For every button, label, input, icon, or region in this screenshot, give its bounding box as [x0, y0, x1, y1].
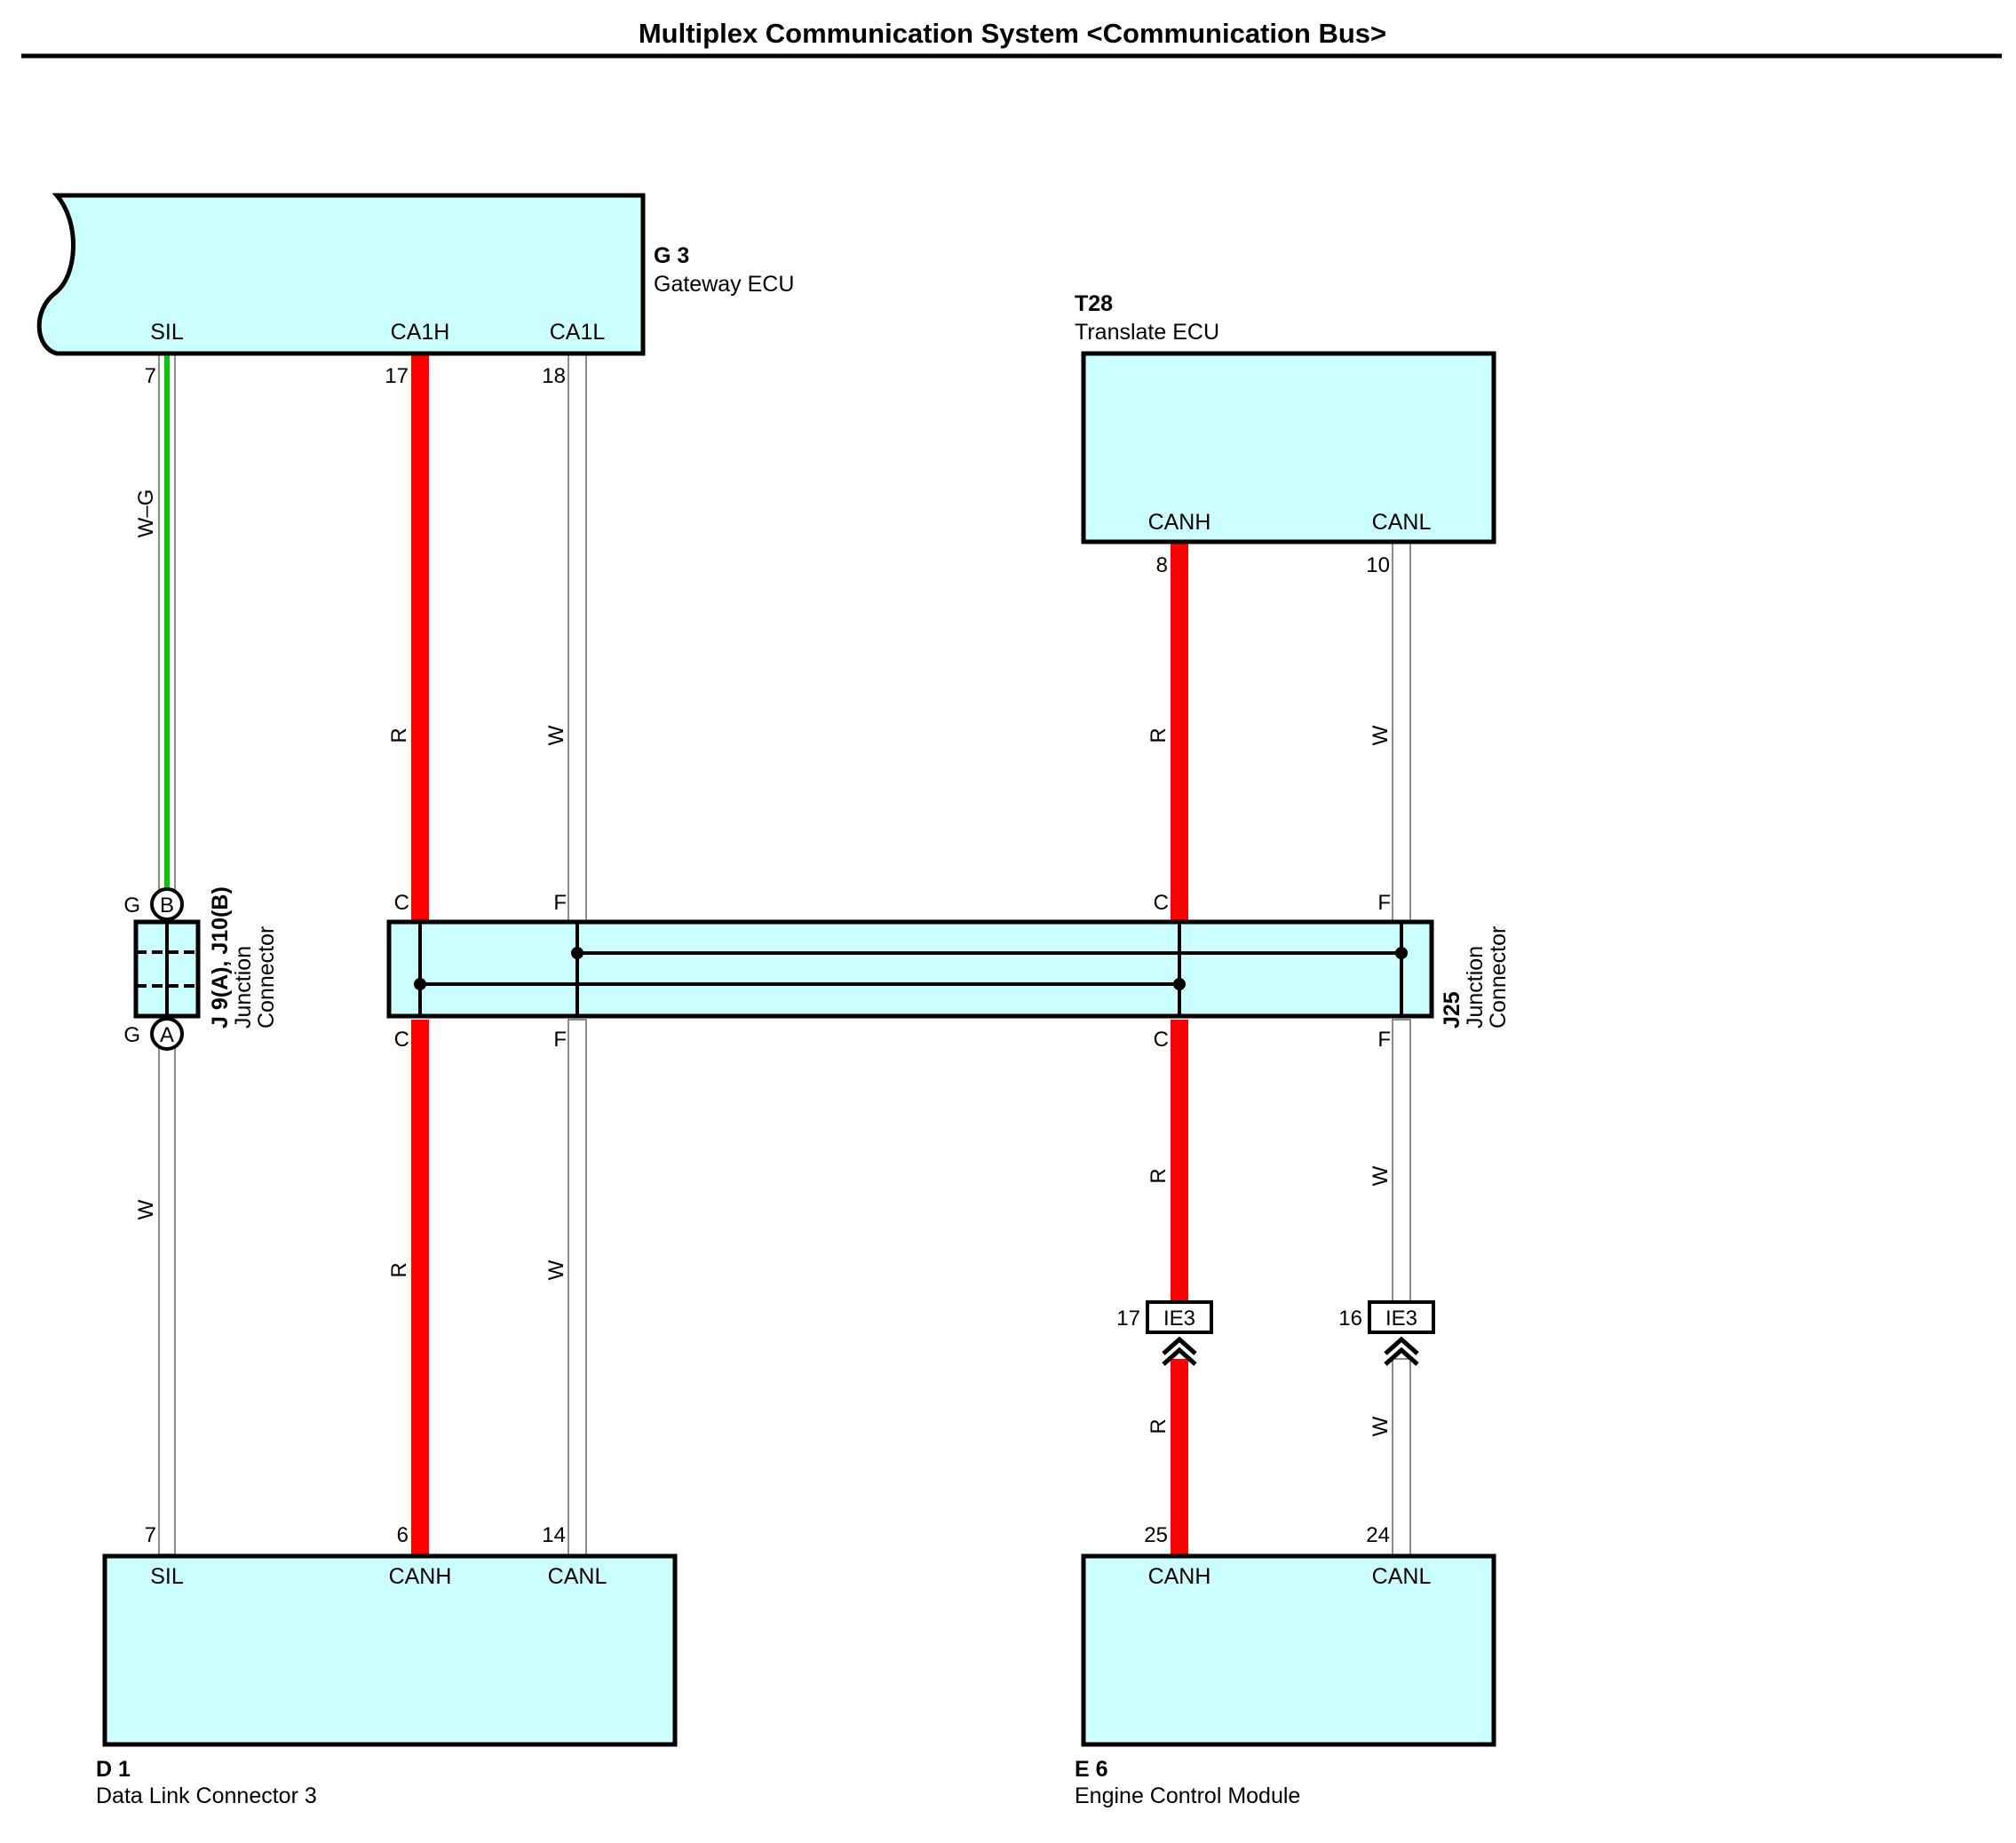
dlc3-terminal-sil: SIL	[150, 1564, 184, 1589]
gateway-pin-sil: 7	[145, 364, 156, 388]
wire-label-canh-right-ecm: R	[1147, 1418, 1171, 1434]
dlc3-pin-canl: 14	[542, 1523, 566, 1547]
j25-pin-c-top-right: C	[1154, 891, 1169, 915]
gateway-ecu-code: G 3	[654, 243, 689, 268]
j25-pin-f-top-left: F	[553, 891, 567, 915]
j9-bottom-pin: A	[160, 1023, 174, 1047]
junction-j25	[386, 919, 1434, 1019]
wire-label-canh-right-lower: R	[1147, 1168, 1171, 1183]
wire-canh-right-lower	[1171, 1020, 1188, 1302]
j9-j10-code: J 9(A), J10(B)	[208, 886, 233, 1029]
gateway-ecu-name: Gateway ECU	[654, 272, 794, 297]
j25-pin-f-bottom-left: F	[553, 1028, 567, 1052]
dlc3-pin-sil: 7	[145, 1523, 156, 1547]
translate-pin-canl: 10	[1366, 553, 1390, 577]
j9-top-letter: G	[123, 894, 140, 918]
gateway-terminal-ca1l: CA1L	[550, 320, 606, 345]
j25-pin-c-top-left: C	[394, 891, 409, 915]
j25-pin-c-bottom-left: C	[394, 1028, 409, 1052]
wire-label-canl-right-lower: W	[1369, 1165, 1393, 1186]
wire-canl-right-lower	[1392, 1019, 1411, 1303]
wire-canl-left-upper	[567, 353, 587, 923]
ie3-pin-canl: 16	[1338, 1307, 1362, 1331]
translate-pin-canh: 8	[1156, 553, 1168, 577]
wire-canl-left-lower	[567, 1019, 587, 1557]
translate-terminal-canh: CANH	[1148, 510, 1211, 535]
ie3-connector-canh	[1146, 1300, 1213, 1366]
wire-label-canh-left-lower: R	[387, 1262, 411, 1277]
ie3-label-canl: IE3	[1385, 1307, 1417, 1331]
wire-label-canh-right-upper: R	[1147, 727, 1171, 743]
wire-label-canl-right-ecm: W	[1369, 1416, 1393, 1436]
wire-label-canl-right-upper: W	[1369, 725, 1393, 745]
wire-canh-right-ecm	[1171, 1359, 1188, 1556]
wire-sil-upper	[158, 353, 176, 905]
ie3-pin-canh: 17	[1116, 1307, 1140, 1331]
wire-label-canl-left-lower: W	[544, 1259, 568, 1280]
wire-canh-left-lower	[411, 1020, 429, 1556]
ie3-label-canh: IE3	[1163, 1307, 1195, 1331]
wire-canl-right-upper	[1392, 541, 1411, 923]
j9-bottom-letter: G	[123, 1023, 140, 1047]
ecm-name: Engine Control Module	[1075, 1783, 1300, 1808]
ecm-terminal-canh: CANH	[1148, 1564, 1211, 1589]
junction-j9-j10	[133, 887, 201, 1051]
translate-ecu-box	[1081, 351, 1496, 544]
gateway-terminal-ca1h: CA1H	[391, 320, 450, 345]
wire-canh-right-upper	[1171, 542, 1188, 922]
dlc3-pin-canh: 6	[397, 1523, 409, 1547]
dlc3-name: Data Link Connector 3	[96, 1783, 317, 1808]
wire-label-sil-lower: W	[134, 1199, 158, 1219]
j25-name1: Junction	[1463, 946, 1488, 1029]
wire-label-sil-upper: W–G	[134, 489, 158, 538]
j25-name2: Connector	[1486, 926, 1511, 1029]
dlc3-terminal-canl: CANL	[548, 1564, 607, 1589]
gateway-pin-ca1h: 17	[385, 364, 409, 388]
translate-terminal-canl: CANL	[1372, 510, 1432, 535]
page-title: Multiplex Communication System <Communic…	[639, 18, 1386, 49]
ecm-box	[1081, 1553, 1496, 1747]
j25-code: J25	[1440, 991, 1464, 1029]
j25-pin-f-top-right: F	[1377, 891, 1391, 915]
j9-top-pin: B	[160, 894, 174, 918]
gateway-pin-ca1l: 18	[542, 364, 566, 388]
gateway-terminal-sil: SIL	[150, 320, 184, 345]
translate-ecu-code: T28	[1075, 291, 1113, 316]
dlc3-terminal-canh: CANH	[389, 1564, 452, 1589]
wire-canl-right-ecm	[1392, 1358, 1411, 1557]
ecm-pin-canh: 25	[1144, 1523, 1168, 1547]
dlc3-box	[102, 1553, 678, 1747]
ie3-connector-canl	[1368, 1300, 1435, 1366]
ecm-code: E 6	[1075, 1757, 1108, 1782]
wire-label-canl-left-upper: W	[544, 725, 568, 745]
ecm-terminal-canl: CANL	[1372, 1564, 1432, 1589]
j9-j10-name2: Connector	[254, 926, 279, 1029]
j9-j10-name1: Junction	[231, 946, 256, 1029]
gateway-ecu-box	[36, 193, 646, 356]
ecm-pin-canl: 24	[1366, 1523, 1390, 1547]
translate-ecu-name: Translate ECU	[1075, 320, 1219, 345]
j25-pin-f-bottom-right: F	[1377, 1028, 1391, 1052]
dlc3-code: D 1	[96, 1757, 131, 1782]
wire-sil-lower	[158, 1029, 176, 1555]
wire-canh-left-upper	[411, 354, 429, 922]
wire-label-canh-left-upper: R	[387, 727, 411, 743]
j25-pin-c-bottom-right: C	[1154, 1028, 1169, 1052]
